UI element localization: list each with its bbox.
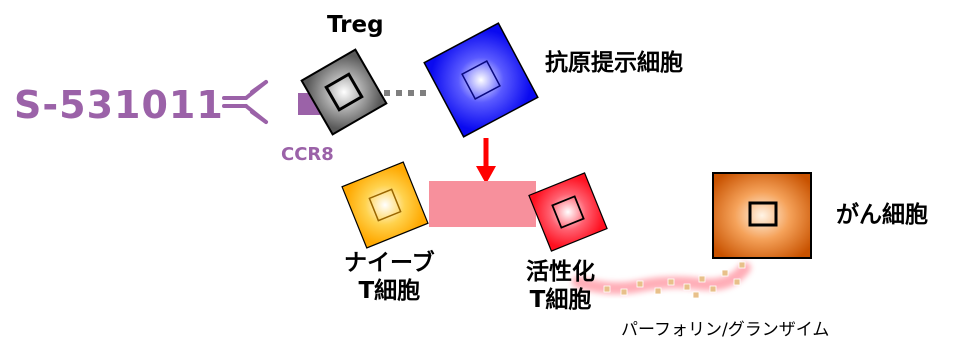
treg-cell-icon	[300, 48, 388, 136]
differentiation-bar	[429, 181, 536, 227]
naive-t-cell-icon	[341, 161, 429, 249]
apc-cell-icon	[423, 22, 539, 138]
cancer-cell-label: がん細胞	[836, 202, 928, 228]
perforin-granzyme-label: パーフォリン/グランザイム	[621, 320, 830, 340]
activated-t-cell-icon	[528, 172, 608, 252]
cancer-cell-icon	[712, 172, 812, 259]
treg-label: Treg	[327, 12, 384, 38]
drug-label: S-531011	[14, 83, 224, 127]
antibody-icon	[222, 80, 268, 124]
naive-t-cell-label-line2: T細胞	[358, 278, 421, 305]
apc-label: 抗原提示細胞	[545, 50, 683, 76]
activated-t-cell-label-line1: 活性化	[526, 259, 595, 285]
activated-t-cell-label: 活性化 T細胞	[526, 258, 595, 314]
perforin-granules	[572, 261, 751, 299]
naive-t-cell-label: ナイーブ T細胞	[344, 249, 435, 305]
activation-arrow	[476, 138, 496, 184]
ccr8-label: CCR8	[281, 144, 334, 165]
activated-t-cell-label-line2: T細胞	[529, 287, 592, 314]
naive-t-cell-label-line1: ナイーブ	[344, 250, 435, 276]
